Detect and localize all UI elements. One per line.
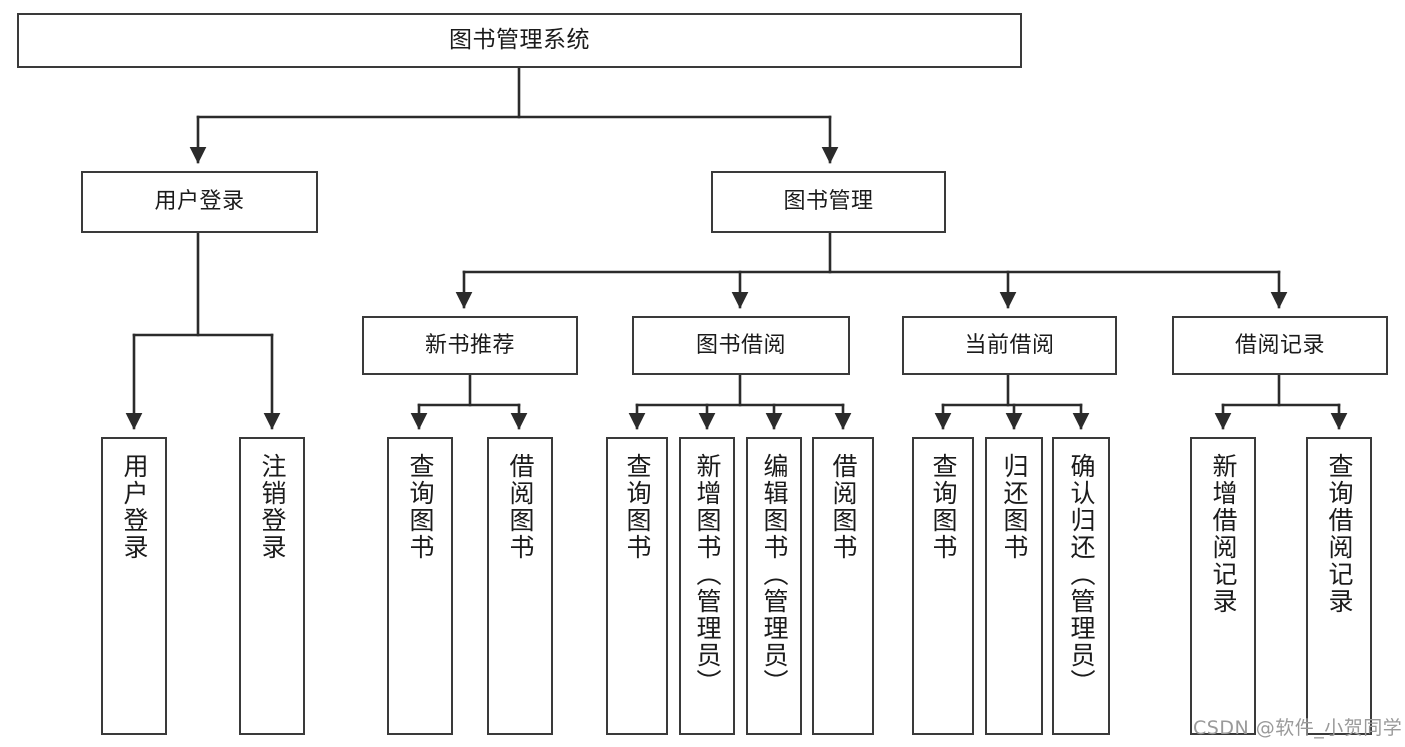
node-book-management-label: 图书管理 bbox=[783, 189, 874, 215]
node-leaf-user-logout-label: 注销登录 bbox=[258, 453, 287, 561]
node-leaf-add-book-label: 新增图书（管理员） bbox=[693, 453, 722, 696]
node-leaf-query-book-1-label: 查询图书 bbox=[406, 453, 435, 561]
csdn-watermark: CSDN @软件_小贺同学 bbox=[1193, 717, 1403, 739]
node-book-borrow[interactable]: 图书借阅 bbox=[632, 316, 850, 375]
node-leaf-borrow-book-2[interactable]: 借阅图书 bbox=[812, 437, 874, 735]
node-leaf-return-book-label: 归还图书 bbox=[1000, 453, 1029, 561]
node-leaf-borrow-book-1[interactable]: 借阅图书 bbox=[487, 437, 553, 735]
node-leaf-edit-book[interactable]: 编辑图书（管理员） bbox=[746, 437, 802, 735]
node-leaf-return-book[interactable]: 归还图书 bbox=[985, 437, 1043, 735]
node-book-management[interactable]: 图书管理 bbox=[711, 171, 946, 233]
node-leaf-query-book-2[interactable]: 查询图书 bbox=[606, 437, 668, 735]
node-current-borrow[interactable]: 当前借阅 bbox=[902, 316, 1117, 375]
node-user-login[interactable]: 用户登录 bbox=[81, 171, 318, 233]
node-leaf-confirm-return-label: 确认归还（管理员） bbox=[1067, 453, 1096, 696]
node-leaf-query-book-3-label: 查询图书 bbox=[929, 453, 958, 561]
node-leaf-borrow-book-2-label: 借阅图书 bbox=[829, 453, 858, 561]
node-leaf-user-login[interactable]: 用户登录 bbox=[101, 437, 167, 735]
node-leaf-add-book[interactable]: 新增图书（管理员） bbox=[679, 437, 735, 735]
node-root[interactable]: 图书管理系统 bbox=[17, 13, 1022, 68]
node-new-book-recommend[interactable]: 新书推荐 bbox=[362, 316, 578, 375]
node-leaf-query-book-3[interactable]: 查询图书 bbox=[912, 437, 974, 735]
node-leaf-query-record-label: 查询借阅记录 bbox=[1325, 453, 1354, 615]
node-leaf-user-login-label: 用户登录 bbox=[120, 453, 149, 561]
node-leaf-add-record-label: 新增借阅记录 bbox=[1209, 453, 1238, 615]
node-new-book-recommend-label: 新书推荐 bbox=[424, 332, 515, 358]
node-borrow-record[interactable]: 借阅记录 bbox=[1172, 316, 1388, 375]
node-leaf-edit-book-label: 编辑图书（管理员） bbox=[760, 453, 789, 696]
node-leaf-borrow-book-1-label: 借阅图书 bbox=[506, 453, 535, 561]
node-book-borrow-label: 图书借阅 bbox=[695, 332, 786, 358]
node-leaf-query-record[interactable]: 查询借阅记录 bbox=[1306, 437, 1372, 735]
node-user-login-label: 用户登录 bbox=[154, 189, 245, 215]
node-leaf-user-logout[interactable]: 注销登录 bbox=[239, 437, 305, 735]
node-current-borrow-label: 当前借阅 bbox=[964, 332, 1055, 358]
node-leaf-add-record[interactable]: 新增借阅记录 bbox=[1190, 437, 1256, 735]
node-leaf-confirm-return[interactable]: 确认归还（管理员） bbox=[1052, 437, 1110, 735]
node-leaf-query-book-2-label: 查询图书 bbox=[623, 453, 652, 561]
node-root-label: 图书管理系统 bbox=[449, 26, 590, 53]
node-borrow-record-label: 借阅记录 bbox=[1234, 332, 1325, 358]
node-leaf-query-book-1[interactable]: 查询图书 bbox=[387, 437, 453, 735]
